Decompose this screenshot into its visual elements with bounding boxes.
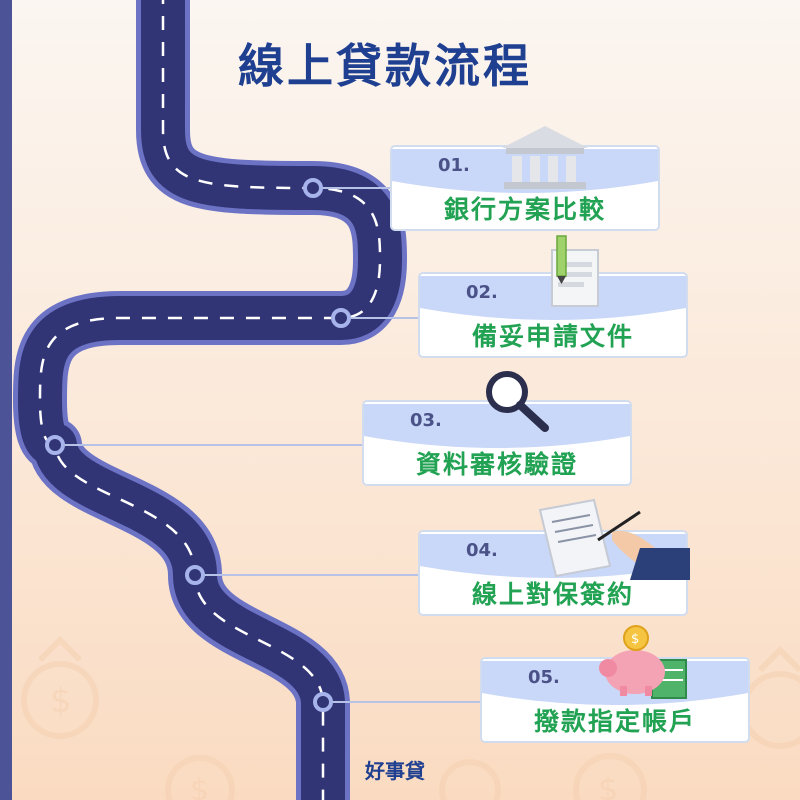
step-number: 04.	[466, 540, 498, 561]
step-card-3: 03. 資料審核驗證	[362, 400, 632, 486]
svg-text:$: $	[50, 681, 72, 721]
step-label: 資料審核驗證	[415, 450, 578, 479]
step-card-2: 02. 備妥申請文件	[418, 272, 688, 358]
page-title: 線上貸款流程	[238, 39, 532, 93]
step-number: 02.	[466, 282, 498, 303]
money-bag-icon	[439, 759, 501, 800]
money-bag-icon: $	[21, 635, 99, 739]
step-label: 銀行方案比較	[443, 195, 606, 224]
svg-text:$: $	[190, 773, 209, 800]
step-card-5: 05. 撥款指定帳戶	[480, 657, 750, 743]
money-bag-icon: $	[165, 755, 235, 800]
step-label: 線上對保簽約	[471, 580, 634, 609]
step-card-4: 04. 線上對保簽約	[418, 530, 688, 616]
step-card-1: 01. 銀行方案比較	[390, 145, 660, 231]
road-node-4	[185, 565, 205, 585]
svg-text:$: $	[598, 770, 618, 800]
road-node-1	[303, 178, 323, 198]
step-number: 01.	[438, 155, 470, 176]
brand-name: 好事貸	[365, 759, 425, 783]
road-node-5	[313, 692, 333, 712]
road-node-3	[45, 435, 65, 455]
step-label: 備妥申請文件	[471, 322, 634, 351]
road-node-2	[331, 308, 351, 328]
left-accent-bar	[0, 0, 12, 800]
step-number: 03.	[410, 410, 442, 431]
step-label: 撥款指定帳戶	[533, 707, 696, 736]
step-number: 05.	[528, 667, 560, 688]
money-bag-icon: $	[573, 753, 647, 800]
